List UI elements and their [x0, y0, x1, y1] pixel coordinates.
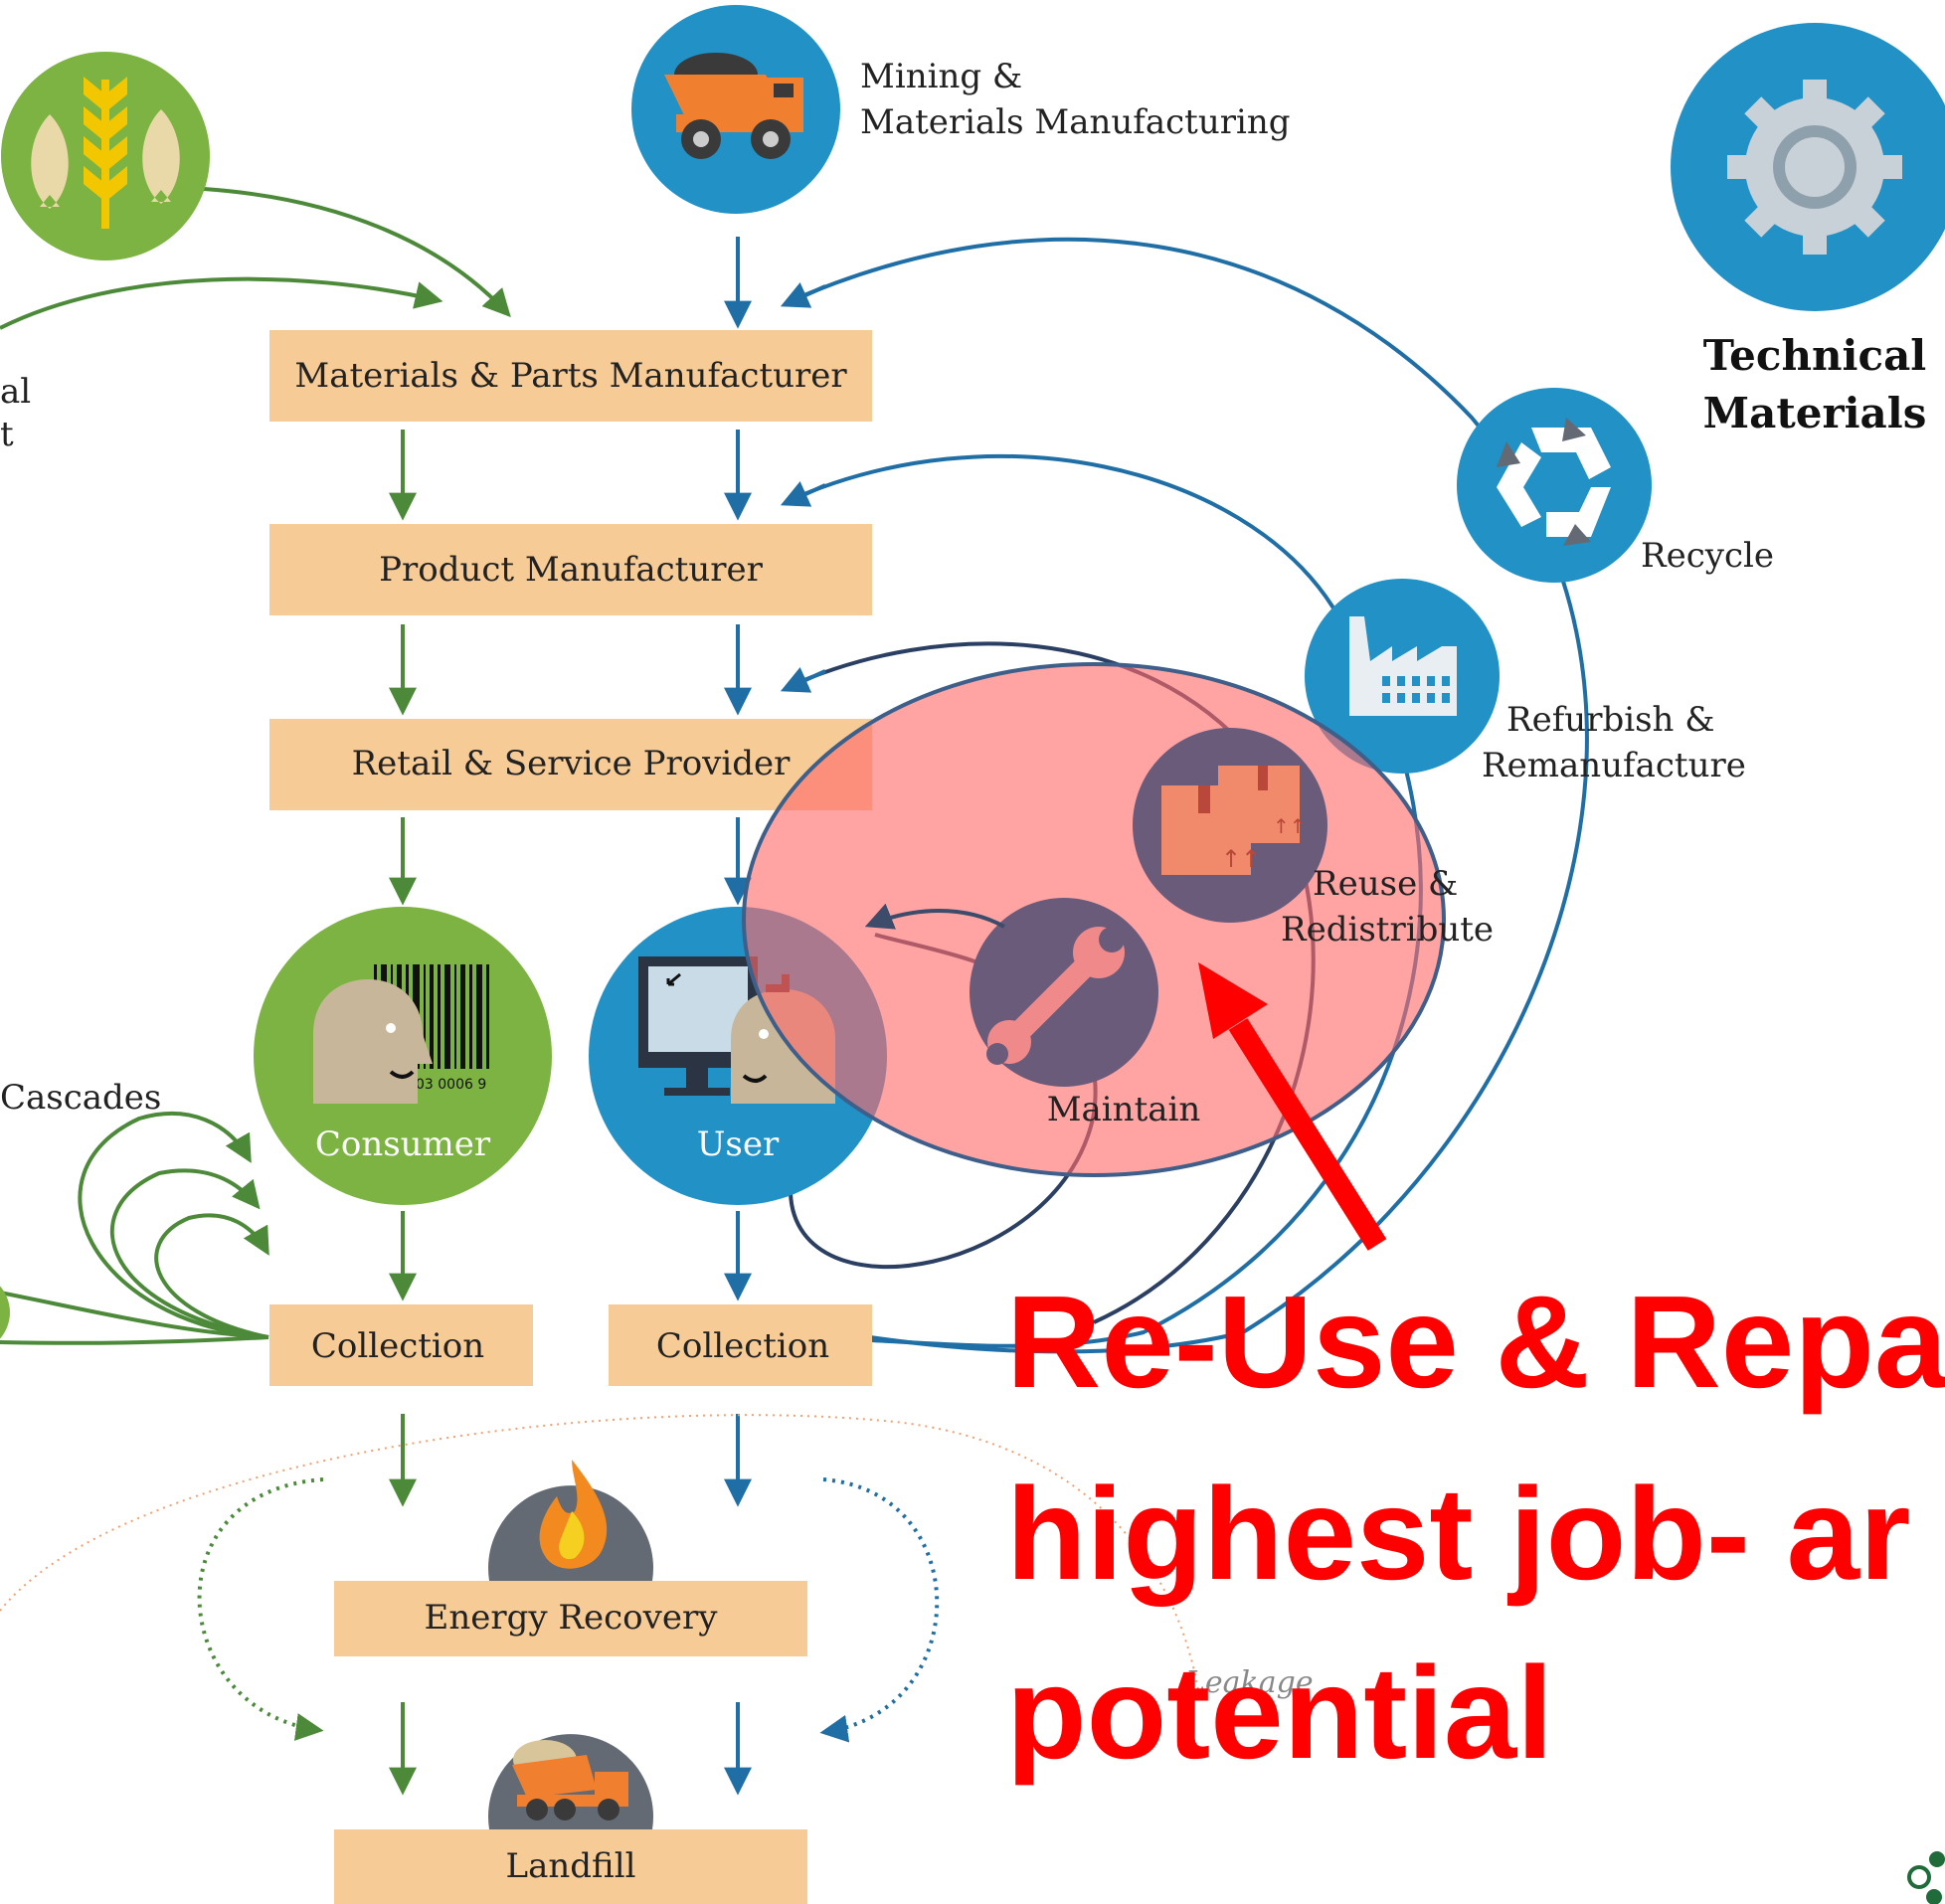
- factory-icon: [1349, 616, 1457, 716]
- reuse-label-1: Reuse &: [1313, 864, 1458, 904]
- mining-label-2: Materials Manufacturing: [860, 102, 1291, 142]
- maintain-label: Maintain: [1047, 1090, 1201, 1129]
- dump-truck-icon: [664, 53, 803, 159]
- person-icon: [313, 979, 433, 1104]
- product-manufacturer-label: Product Manufacturer: [379, 550, 763, 590]
- mining-label-1: Mining &: [860, 57, 1022, 96]
- landfill-truck-icon: [512, 1740, 628, 1820]
- landfill-node: [488, 1734, 653, 1829]
- recycle-label: Recycle: [1641, 536, 1774, 576]
- left-partial-circle: [0, 1286, 10, 1339]
- headline-line-3: potential: [1006, 1640, 1553, 1786]
- headline: Re-Use & Repa highest job- ar potential: [1006, 1269, 1945, 1786]
- wheat-icon: [84, 77, 127, 229]
- leakage-label: Leakage: [1184, 1665, 1314, 1700]
- collection-left-box: Collection: [269, 1304, 533, 1386]
- biological-inflows: [0, 187, 511, 330]
- fire-node: [488, 1460, 653, 1581]
- reuse-label-2: Redistribute: [1281, 910, 1494, 950]
- mining-node: [631, 5, 840, 214]
- landfill-label: Landfill: [506, 1846, 636, 1886]
- refurbish-node: [1305, 579, 1500, 774]
- collection-left-label: Collection: [311, 1326, 484, 1366]
- recycle-icon: [1497, 418, 1611, 546]
- consumer-label: Consumer: [315, 1125, 491, 1164]
- leakage-boundary: [0, 1414, 1199, 1691]
- consumer-node: 03 0006 9 Consumer: [254, 907, 552, 1205]
- technical-title-2: Materials: [1703, 389, 1927, 437]
- loop-arrowheads: [780, 282, 826, 693]
- cascades-arrows: [0, 1112, 269, 1345]
- barcode-digits: 03 0006 9: [416, 1077, 486, 1093]
- landfill-box: Landfill: [334, 1829, 807, 1904]
- headline-line-1: Re-Use & Repa: [1006, 1269, 1945, 1415]
- refurbish-label-1: Refurbish &: [1506, 700, 1715, 740]
- biological-node: [1, 52, 210, 260]
- svg-text:↑↑: ↑↑: [1221, 845, 1261, 873]
- partial-text-2: t: [0, 415, 14, 454]
- maintain-arrow: [864, 903, 1005, 930]
- red-pointer-arrow: [1198, 962, 1387, 1251]
- recycle-loop: [785, 237, 1589, 1354]
- wrench-icon: [986, 927, 1125, 1065]
- retail-service-label: Retail & Service Provider: [352, 744, 792, 783]
- collection-right-box: Collection: [609, 1304, 872, 1386]
- reuse-node: ↑↑ ↑↑: [1133, 728, 1327, 923]
- collection-right-label: Collection: [656, 1326, 829, 1366]
- maintain-node: [970, 898, 1158, 1087]
- refurbish-label-2: Remanufacture: [1482, 746, 1746, 785]
- svg-text:↑↑: ↑↑: [1273, 814, 1307, 838]
- cascades-label: Cascades: [0, 1078, 161, 1118]
- corner-logo: [1907, 1851, 1945, 1904]
- technical-materials-node: [1671, 23, 1945, 311]
- leakage-dotted-arrows: [197, 1477, 940, 1743]
- partial-text-1: al: [0, 372, 31, 412]
- technical-title-1: Technical: [1703, 331, 1927, 380]
- user-label: User: [697, 1125, 780, 1164]
- fish-icon: [31, 109, 180, 209]
- boxes-icon: ↑↑ ↑↑: [1161, 766, 1307, 875]
- recycle-node: [1457, 388, 1652, 583]
- materials-parts-box: Materials & Parts Manufacturer: [269, 330, 872, 422]
- retail-service-box: Retail & Service Provider: [269, 719, 872, 810]
- materials-parts-label: Materials & Parts Manufacturer: [294, 356, 847, 396]
- gear-icon: [1727, 80, 1902, 255]
- product-manufacturer-box: Product Manufacturer: [269, 524, 872, 615]
- energy-recovery-box: Energy Recovery: [334, 1581, 807, 1656]
- fire-icon: [539, 1460, 608, 1569]
- energy-recovery-label: Energy Recovery: [425, 1598, 719, 1638]
- headline-line-2: highest job- ar: [1006, 1461, 1910, 1607]
